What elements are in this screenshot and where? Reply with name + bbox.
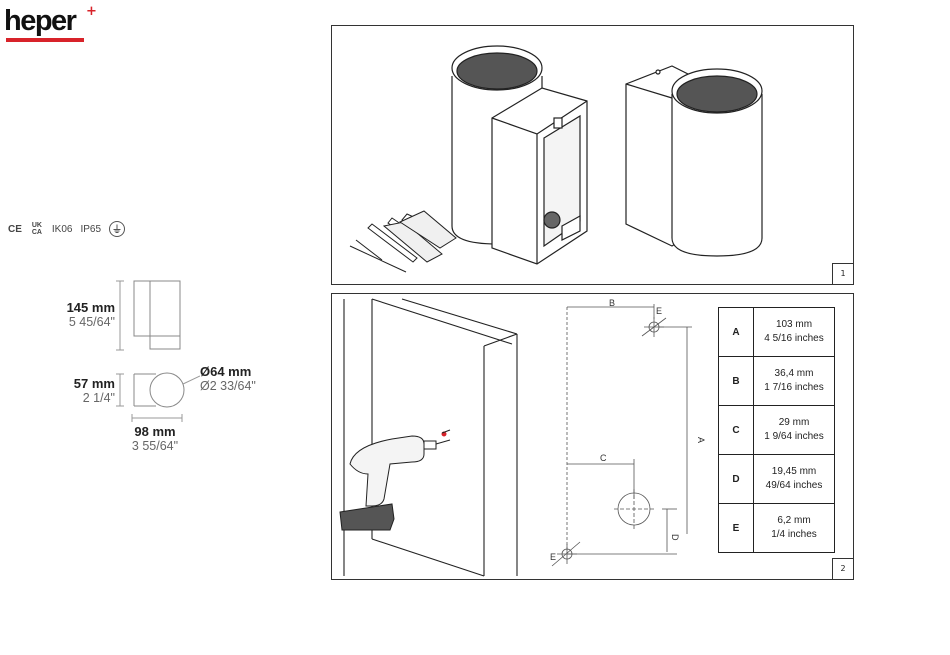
table-row: E 6,2 mm 1/4 inches (719, 504, 835, 553)
value-mm: 29 mm (779, 417, 810, 428)
ce-mark: CE (8, 224, 22, 235)
value-mm: 36,4 mm (775, 368, 814, 379)
depth-inch: 2 1/4" (40, 391, 115, 405)
brand-plus-icon: + (86, 4, 97, 19)
label-b: B (609, 298, 615, 308)
row-key: B (719, 357, 754, 406)
diameter-inch: Ø2 33/64" (200, 379, 280, 393)
value-inch: 4 5/16 inches (764, 333, 824, 344)
row-value: 6,2 mm 1/4 inches (754, 504, 835, 553)
brand-name: heper (4, 6, 75, 36)
row-key: C (719, 406, 754, 455)
ukca-top: UK (32, 222, 42, 229)
ground-icon (109, 221, 125, 237)
product-illustration (332, 26, 853, 284)
table-row: B 36,4 mm 1 7/16 inches (719, 357, 835, 406)
value-inch: 1 9/64 inches (764, 431, 824, 442)
diameter-mm: Ø64 mm (200, 364, 280, 379)
brand-logo: heper + (4, 6, 100, 44)
row-key: D (719, 455, 754, 504)
label-e-top: E (656, 306, 662, 316)
row-key: E (719, 504, 754, 553)
panel-product-views: 1 (331, 25, 854, 285)
row-value: 19,45 mm 49/64 inches (754, 455, 835, 504)
table-row: C 29 mm 1 9/64 inches (719, 406, 835, 455)
value-mm: 19,45 mm (772, 466, 816, 477)
width-inch: 3 55/64" (115, 439, 195, 453)
depth-mm: 57 mm (40, 376, 115, 391)
certification-row: CE UK CA IK06 IP65 (8, 220, 125, 238)
label-d: D (670, 534, 680, 541)
height-mm: 145 mm (40, 300, 115, 315)
label-e-bottom: E (550, 552, 556, 562)
value-inch: 49/64 inches (766, 480, 823, 491)
ukca-bottom: CA (32, 229, 42, 236)
brand-underline (6, 38, 84, 42)
value-inch: 1/4 inches (771, 529, 817, 540)
row-key: A (719, 308, 754, 357)
drill-icon (340, 430, 450, 530)
row-value: 36,4 mm 1 7/16 inches (754, 357, 835, 406)
value-mm: 6,2 mm (777, 515, 810, 526)
dimension-diagram (110, 272, 200, 432)
label-c: C (600, 453, 607, 463)
ik-rating: IK06 (52, 224, 73, 235)
row-value: 103 mm 4 5/16 inches (754, 308, 835, 357)
ip-rating: IP65 (80, 224, 101, 235)
value-inch: 1 7/16 inches (764, 382, 824, 393)
value-mm: 103 mm (776, 319, 812, 330)
table-row: D 19,45 mm 49/64 inches (719, 455, 835, 504)
height-inch: 5 45/64" (40, 315, 115, 329)
width-mm: 98 mm (115, 424, 195, 439)
table-row: A 103 mm 4 5/16 inches (719, 308, 835, 357)
ukca-mark: UK CA (30, 222, 44, 236)
panel-number: 1 (832, 263, 854, 285)
dimension-table: A 103 mm 4 5/16 inches B 36,4 mm 1 7/16 in… (718, 307, 835, 553)
panel-number: 2 (832, 558, 854, 580)
label-a: A (696, 437, 706, 443)
row-value: 29 mm 1 9/64 inches (754, 406, 835, 455)
